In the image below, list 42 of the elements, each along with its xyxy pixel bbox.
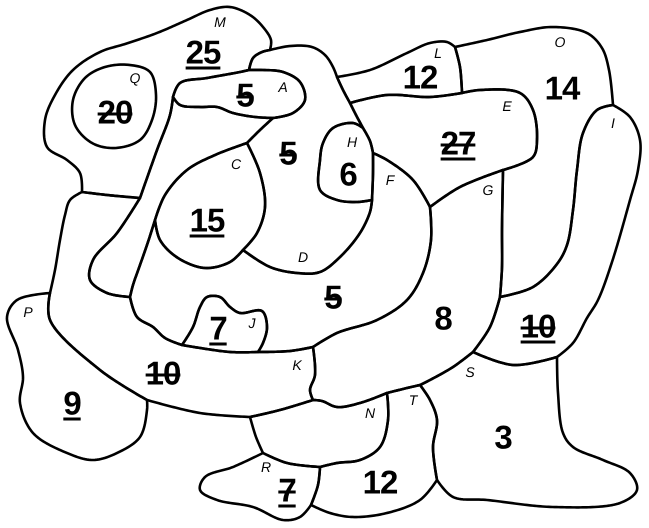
region-number: 14 xyxy=(544,72,580,104)
blob-region xyxy=(309,383,440,520)
region-letter: K xyxy=(292,358,302,372)
region-letter: R xyxy=(260,460,272,474)
region-letter: C xyxy=(230,157,242,171)
region-letter: L xyxy=(434,46,442,60)
region-letter: O xyxy=(554,35,566,49)
region-letter: Q xyxy=(130,71,140,85)
region-number: 7 xyxy=(278,474,296,506)
region-letter: D xyxy=(298,250,308,264)
blob-region xyxy=(46,190,318,419)
region-number: 27 xyxy=(440,126,476,160)
region-letter: I xyxy=(611,116,615,130)
region-number: 12 xyxy=(362,466,398,498)
region-letter: T xyxy=(408,393,418,407)
region-letter: M xyxy=(214,15,226,29)
region-number: 5 xyxy=(279,136,297,170)
region-letter: H xyxy=(346,135,358,149)
region-letter: J xyxy=(248,316,256,330)
blob-region xyxy=(418,350,640,510)
region-number: 7 xyxy=(209,312,227,344)
region-number: 8 xyxy=(434,302,452,334)
region-number: 10 xyxy=(520,310,556,342)
region-number: 12 xyxy=(402,60,438,94)
region-letter: G xyxy=(482,183,494,197)
region-letter: E xyxy=(502,99,512,113)
region-letter: F xyxy=(386,173,394,187)
region-number: 25 xyxy=(186,36,220,68)
region-letter: N xyxy=(364,406,376,420)
region-number: 5 xyxy=(324,280,342,314)
region-number: 15 xyxy=(190,204,224,236)
region-letter: A xyxy=(278,80,288,94)
region-number: 9 xyxy=(63,386,81,420)
region-number: 20 xyxy=(98,96,132,128)
blob-region xyxy=(70,62,159,151)
blob-region xyxy=(197,451,322,523)
region-number: 5 xyxy=(236,78,254,112)
region-letter: P xyxy=(23,305,33,319)
region-number: 10 xyxy=(146,356,180,390)
region-letter: S xyxy=(465,365,475,379)
region-number: 3 xyxy=(494,420,512,454)
region-number: 6 xyxy=(339,158,357,190)
